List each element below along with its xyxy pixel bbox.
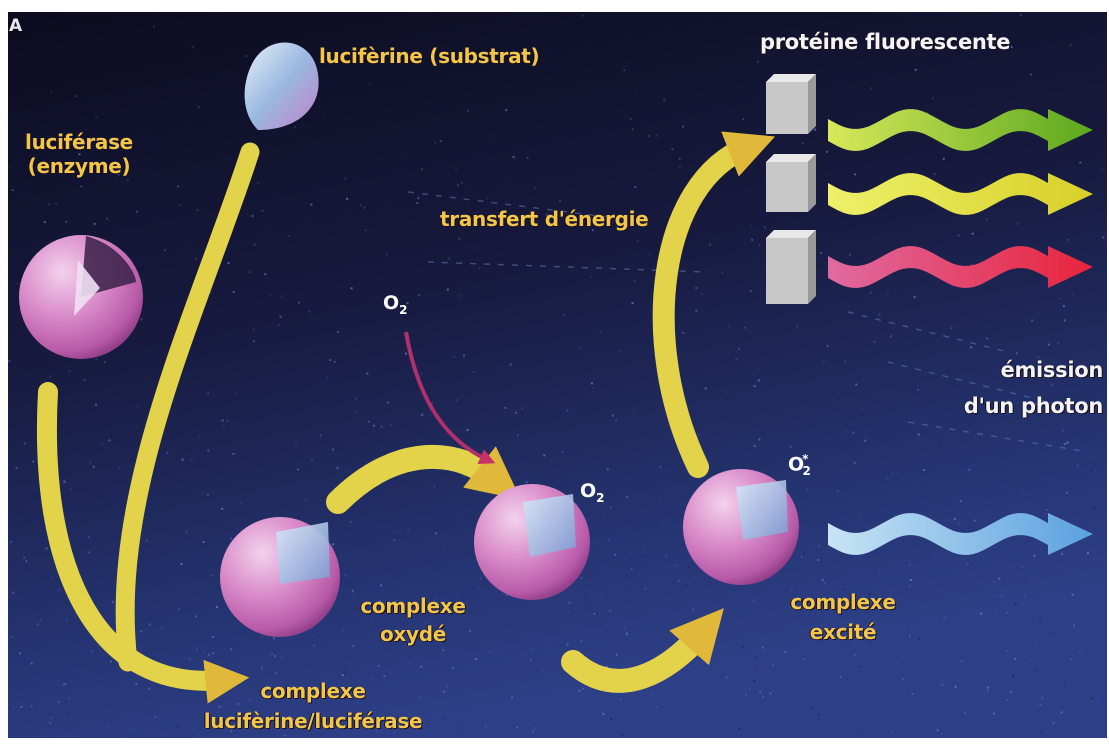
complex-luciferin-luciferase <box>220 517 340 637</box>
complex-oxidized <box>474 484 590 600</box>
oxygen-label-excited: O*2 <box>788 452 811 478</box>
complex1-label: complexe lucifèrine/luciférase <box>193 676 433 736</box>
complex1-label-line1: complexe <box>193 676 433 706</box>
luciferin-label: lucifèrine (substrat) <box>319 44 539 68</box>
excited-label-line2: excité <box>778 617 908 647</box>
complex1-label-line2: lucifèrine/luciférase <box>193 706 433 736</box>
luciferase-label: luciférase (enzyme) <box>14 130 144 178</box>
oxidized-label-line1: complexe <box>348 592 478 620</box>
complex-excited <box>683 469 799 585</box>
oxygen-label-top: O2 <box>383 292 408 317</box>
panel-label: A <box>9 16 22 36</box>
fluorescent-protein-cubes <box>766 74 816 304</box>
oxidized-label: complexe oxydé <box>348 592 478 648</box>
luciferase-label-line2: (enzyme) <box>14 154 144 178</box>
oxygen-label-oxidized: O2 <box>580 480 605 505</box>
luciferase-label-line1: luciférase <box>14 130 144 154</box>
diagram-canvas: A lucifèrine (substrat) luciférase (enzy… <box>8 12 1107 738</box>
excited-label-line1: complexe <box>778 587 908 617</box>
excited-label: complexe excité <box>778 587 908 647</box>
oxidized-label-line2: oxydé <box>348 620 478 648</box>
luciferase-enzyme <box>19 235 143 359</box>
protein-cube-3 <box>766 230 816 304</box>
protein-cube-1 <box>766 74 816 134</box>
photon-emission-label: émission d'un photon <box>938 352 1103 424</box>
photon-emission-line1: émission <box>938 352 1103 388</box>
photon-emission-line2: d'un photon <box>938 388 1103 424</box>
fluorescent-protein-label: protéine fluorescente <box>760 30 1010 54</box>
protein-cube-2 <box>766 154 816 212</box>
energy-transfer-label: transfert d'énergie <box>440 207 648 231</box>
